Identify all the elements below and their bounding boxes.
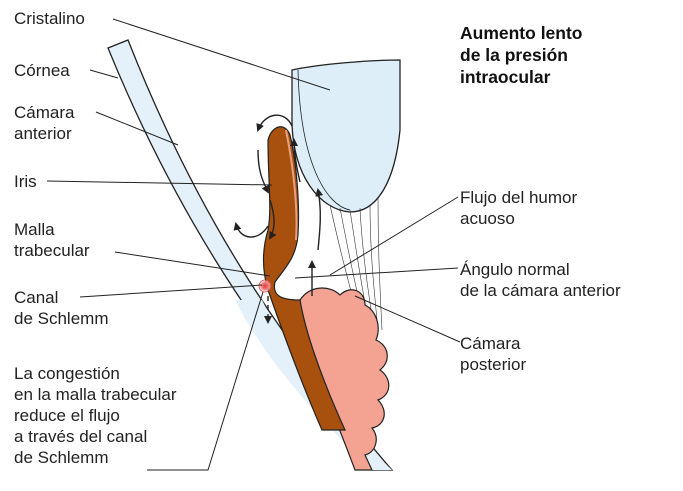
label-iris: Iris [14, 171, 37, 192]
label-congestion: La congestión en la malla trabecular red… [14, 363, 177, 468]
title-line-1: Aumento lento [460, 22, 583, 44]
label-canal-schlemm: Canal de Schlemm [14, 287, 108, 329]
label-cristalino: Cristalino [14, 8, 85, 29]
label-angulo-normal: Ángulo normal de la cámara anterior [460, 259, 621, 301]
label-cornea: Córnea [14, 60, 70, 81]
label-camara-posterior: Cámara posterior [460, 333, 526, 375]
title-line-3: intraocular [460, 66, 583, 88]
label-malla-trabecular: Malla trabecular [14, 219, 90, 261]
label-camara-anterior: Cámara anterior [14, 102, 74, 144]
label-flujo-humor: Flujo del humor acuoso [460, 187, 577, 229]
schlemm-canal-mark [259, 280, 271, 292]
diagram-title: Aumento lento de la presión intraocular [460, 22, 583, 88]
title-line-2: de la presión [460, 44, 583, 66]
